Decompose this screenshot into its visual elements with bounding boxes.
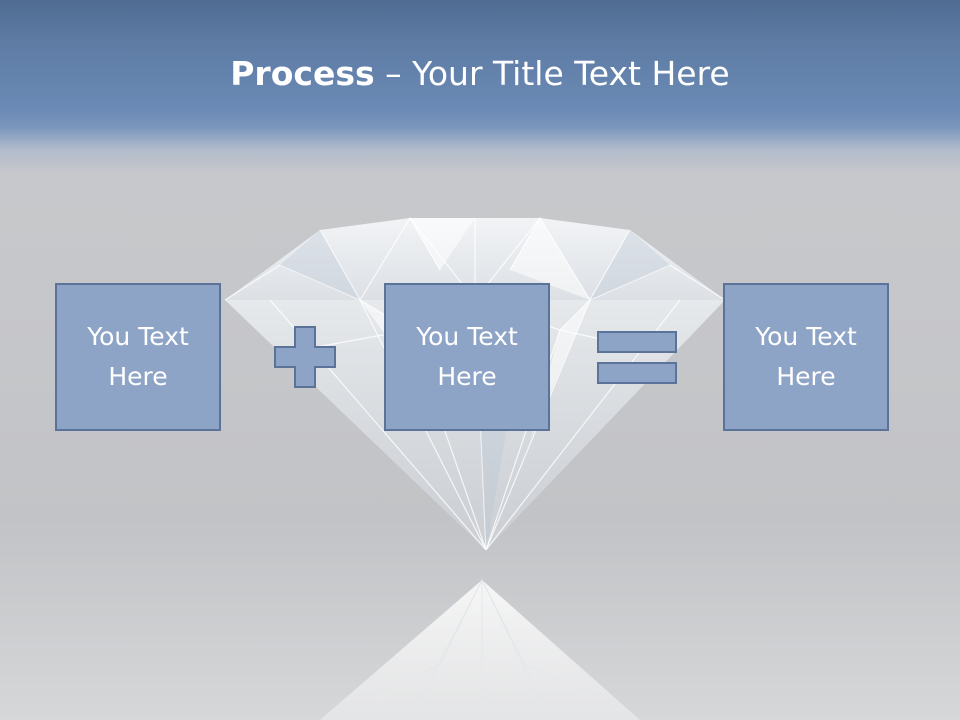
diamond-reflection [320, 578, 640, 720]
process-box-3: You Text Here [723, 283, 889, 431]
process-box-1: You Text Here [55, 283, 221, 431]
title-rest-text: – Your Title Text Here [374, 54, 730, 93]
process-box-3-text: You Text Here [755, 322, 857, 391]
title-bold-text: Process [230, 54, 375, 93]
plus-icon [274, 326, 336, 388]
equals-icon [597, 331, 677, 384]
process-box-2-text: You Text Here [416, 322, 518, 391]
process-box-2: You Text Here [384, 283, 550, 431]
process-box-1-text: You Text Here [87, 322, 189, 391]
title-banner [0, 0, 960, 175]
slide-title: Process – Your Title Text Here [0, 52, 960, 96]
